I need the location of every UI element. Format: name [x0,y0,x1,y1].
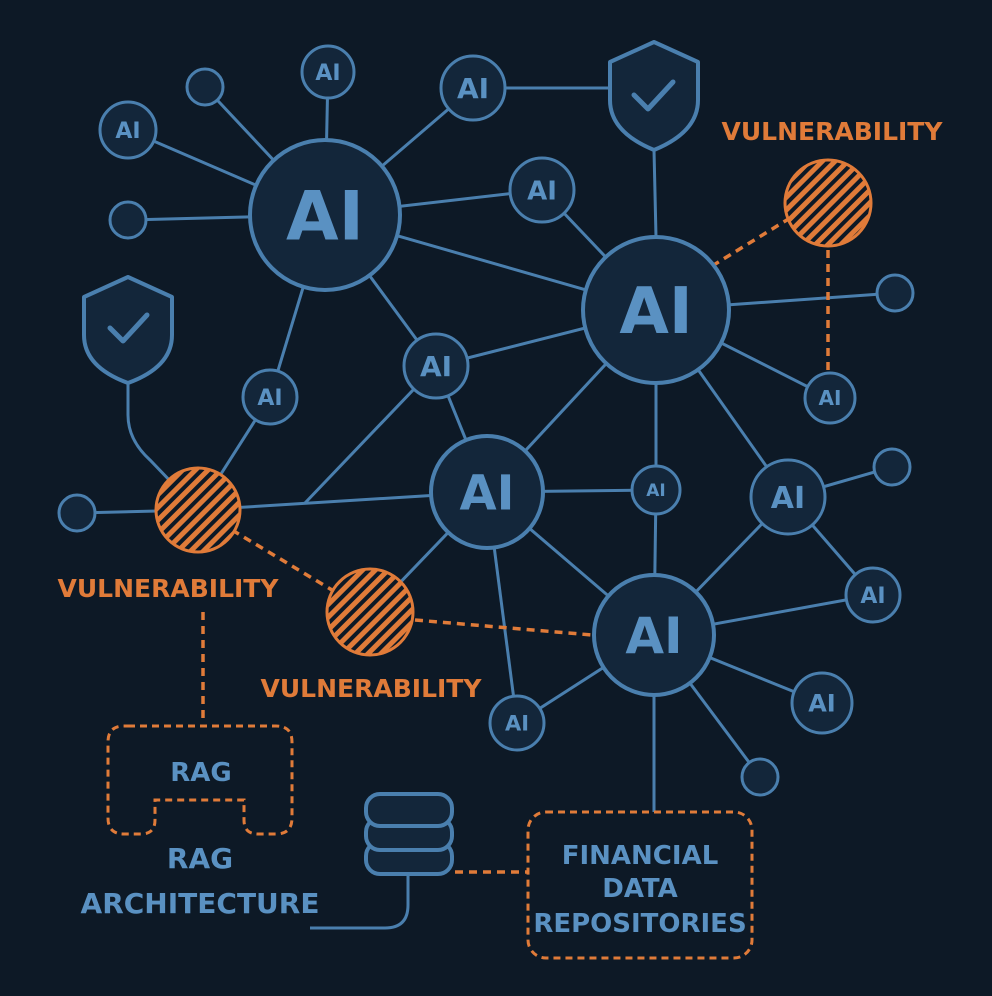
ai-label: AI [860,584,885,609]
financial-line2: DATA [602,874,678,904]
ai-label: AI [315,61,340,86]
shield-check-icon [608,40,700,152]
ai-node-small: AI [803,371,857,425]
ai-node-medium: AI [429,434,545,550]
financial-line3: REPOSITORIES [533,909,746,939]
ai-node-small: AI [241,368,299,426]
ai-label: AI [819,386,842,410]
edge [310,872,410,930]
vulnerability-links [201,213,830,874]
ai-label: AI [286,177,364,256]
small-node [185,67,225,107]
dashed-edge [414,618,593,637]
small-node [57,493,97,533]
ai-label: AI [457,72,489,105]
ai-node-small: AI [439,54,507,122]
ai-nodes: AI AI AI AI AI AI AI AI [98,44,902,752]
dashed-edge [711,213,796,268]
ai-label: AI [619,275,692,349]
ai-node-large: AI [248,138,402,292]
ai-node-medium: AI [592,573,716,697]
ai-label: AI [808,690,836,718]
financial-data-box: FINANCIAL DATA REPOSITORIES [526,810,754,960]
rag-architecture-line2: ARCHITECTURE [81,887,320,920]
vulnerability-label: VULNERABILITY [261,674,483,703]
small-node [740,757,780,797]
hatched-circle-icon [154,466,242,554]
small-node [872,447,912,487]
ai-node-small: AI [98,100,158,160]
ai-node-small: AI [749,458,827,536]
ai-label: AI [646,481,665,501]
ai-label: AI [115,119,140,144]
ai-label: AI [771,481,805,516]
ai-label: AI [505,712,529,736]
ai-node-large: AI [581,235,731,385]
ai-node-small: AI [508,156,576,224]
ai-node-small: AI [402,332,470,400]
small-node [108,200,148,240]
hatched-circle-icon [325,567,415,657]
ai-label: AI [459,465,514,521]
ai-node-small: AI [300,44,356,100]
dashed-edge [231,528,333,592]
small-nodes [57,67,915,797]
ai-label: AI [527,176,557,206]
financial-line1: FINANCIAL [562,841,719,871]
edge [652,149,658,238]
rag-box: RAG [106,724,294,836]
ai-label: AI [420,350,452,383]
ai-node-small: AI [630,464,682,516]
ai-node-small: AI [488,694,546,752]
vulnerability-nodes [154,158,873,657]
rag-architecture-line1: RAG [167,842,233,875]
vulnerability-label: VULNERABILITY [722,117,944,146]
edge [126,382,200,512]
ai-node-small: AI [790,671,854,735]
hatched-circle-icon [783,158,873,248]
small-node [875,273,915,313]
rag-label: RAG [170,758,231,788]
shield-check-icon [82,275,174,385]
ai-label: AI [257,386,282,411]
ai-label: AI [625,607,682,665]
ai-node-small: AI [844,566,902,624]
database-stack-icon [364,792,454,876]
vulnerability-label: VULNERABILITY [58,574,280,603]
